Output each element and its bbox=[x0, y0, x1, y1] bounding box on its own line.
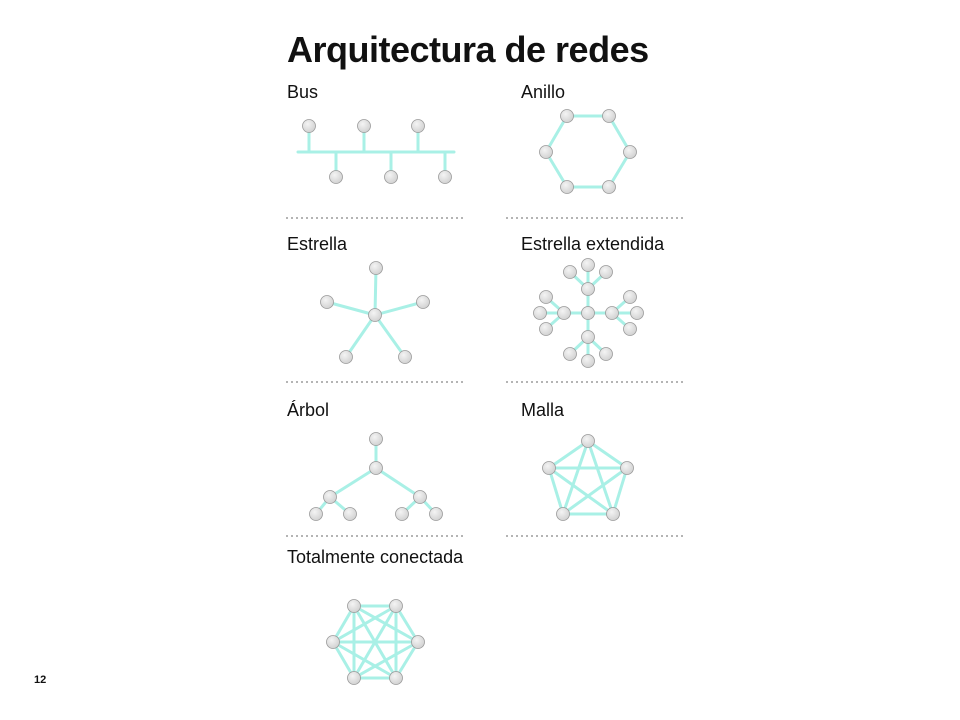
diagram-extended-star bbox=[533, 258, 644, 368]
leaf-node bbox=[599, 265, 613, 279]
mesh-node bbox=[606, 507, 620, 521]
diagram-mesh bbox=[542, 434, 634, 521]
bus-node bbox=[329, 170, 343, 184]
leaf-node bbox=[533, 306, 547, 320]
leaf-node bbox=[599, 347, 613, 361]
mesh-link bbox=[547, 439, 590, 470]
hub-node bbox=[581, 282, 595, 296]
mesh-node bbox=[556, 507, 570, 521]
ring-link bbox=[544, 114, 569, 154]
diagram-bus bbox=[296, 119, 456, 184]
label-star: Estrella bbox=[287, 234, 348, 254]
ring-link bbox=[607, 114, 632, 154]
full-node bbox=[411, 635, 425, 649]
bus-node bbox=[357, 119, 371, 133]
center-node bbox=[581, 306, 595, 320]
mesh-node bbox=[620, 461, 634, 475]
leaf-node bbox=[581, 354, 595, 368]
bus-node bbox=[302, 119, 316, 133]
mesh-link bbox=[547, 466, 615, 516]
mesh-link bbox=[561, 466, 629, 516]
diagram-ring bbox=[539, 109, 637, 194]
tree-node bbox=[369, 461, 383, 475]
tree-leaf-node bbox=[309, 507, 323, 521]
full-link bbox=[331, 640, 398, 680]
diagram-tree bbox=[309, 432, 443, 521]
ring-node bbox=[539, 145, 553, 159]
full-node bbox=[326, 635, 340, 649]
full-node bbox=[347, 671, 361, 685]
full-link bbox=[331, 604, 398, 644]
label-fully-connected: Totalmente conectada bbox=[287, 547, 464, 567]
full-link bbox=[394, 640, 420, 680]
leaf-node bbox=[581, 258, 595, 272]
leaf-node bbox=[630, 306, 644, 320]
label-ring: Anillo bbox=[521, 82, 566, 102]
ring-node bbox=[560, 180, 574, 194]
mesh-link bbox=[586, 439, 629, 470]
ring-node bbox=[602, 180, 616, 194]
tree-link bbox=[328, 466, 378, 499]
full-link bbox=[331, 604, 356, 644]
leaf-node bbox=[539, 290, 553, 304]
full-node bbox=[389, 599, 403, 613]
diagram-fully-connected bbox=[326, 599, 425, 685]
leaf-node bbox=[563, 265, 577, 279]
hub-node bbox=[368, 308, 382, 322]
star-link bbox=[325, 300, 377, 317]
star-node bbox=[398, 350, 412, 364]
star-link bbox=[373, 313, 407, 359]
full-link bbox=[352, 640, 420, 680]
ring-node bbox=[602, 109, 616, 123]
leaf-node bbox=[539, 322, 553, 336]
mesh-link bbox=[561, 439, 590, 516]
bus-node bbox=[438, 170, 452, 184]
mesh-node bbox=[542, 461, 556, 475]
hub-node bbox=[581, 330, 595, 344]
ring-node bbox=[560, 109, 574, 123]
tree-node bbox=[323, 490, 337, 504]
tree-leaf-node bbox=[343, 507, 357, 521]
star-node bbox=[416, 295, 430, 309]
label-extended-star: Estrella extendida bbox=[521, 234, 665, 254]
page-title: Arquitectura de redes bbox=[287, 29, 649, 70]
star-link bbox=[373, 300, 425, 317]
star-link bbox=[373, 266, 378, 317]
mesh-node bbox=[581, 434, 595, 448]
full-node bbox=[389, 671, 403, 685]
hub-node bbox=[557, 306, 571, 320]
tree-leaf-node bbox=[395, 507, 409, 521]
mesh-link bbox=[547, 466, 565, 516]
leaf-node bbox=[563, 347, 577, 361]
mesh-link bbox=[586, 439, 615, 516]
label-tree: Árbol bbox=[287, 400, 330, 420]
page-number: 12 bbox=[34, 674, 47, 686]
tree-link bbox=[374, 466, 422, 499]
tree-node bbox=[413, 490, 427, 504]
label-mesh: Malla bbox=[521, 400, 565, 420]
hub-node bbox=[605, 306, 619, 320]
star-node bbox=[339, 350, 353, 364]
label-bus: Bus bbox=[287, 82, 319, 102]
full-link bbox=[331, 640, 356, 680]
tree-leaf-node bbox=[429, 507, 443, 521]
star-link bbox=[344, 313, 377, 359]
bus-node bbox=[384, 170, 398, 184]
separators bbox=[286, 217, 686, 537]
mesh-link bbox=[611, 466, 629, 516]
tree-node bbox=[369, 432, 383, 446]
full-link bbox=[394, 604, 420, 644]
diagram-star bbox=[320, 261, 430, 364]
bus-node bbox=[411, 119, 425, 133]
full-node bbox=[347, 599, 361, 613]
leaf-node bbox=[623, 290, 637, 304]
star-node bbox=[320, 295, 334, 309]
star-node bbox=[369, 261, 383, 275]
leaf-node bbox=[623, 322, 637, 336]
ring-node bbox=[623, 145, 637, 159]
